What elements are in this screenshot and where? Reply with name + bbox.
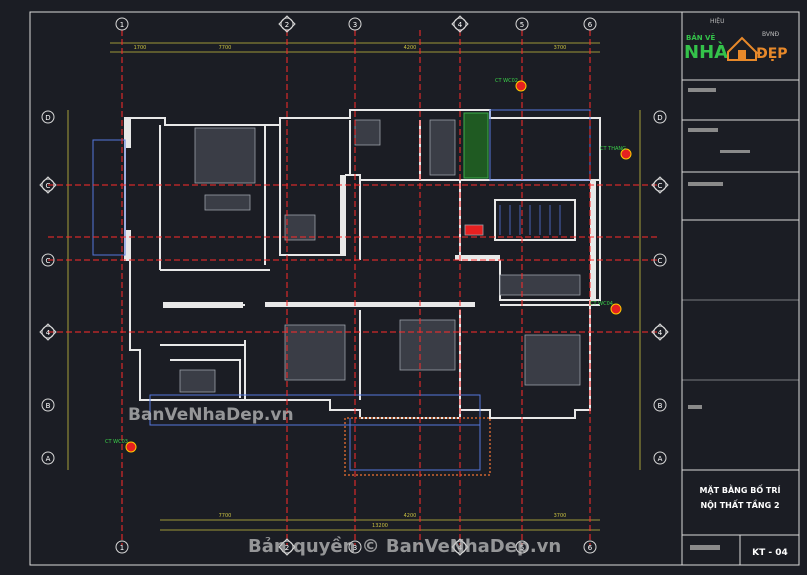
grid-lines bbox=[48, 30, 660, 545]
axis-bubble-top-2: 2 bbox=[278, 15, 296, 33]
axis-bubble-right-2: C bbox=[653, 253, 667, 267]
balcony-outlines bbox=[92, 109, 591, 471]
axis-label: 6 bbox=[588, 21, 593, 29]
sheet-title-line2: NỘI THẤT TẦNG 2 bbox=[700, 498, 779, 510]
axis-bubble-left-4: A bbox=[41, 451, 55, 465]
axis-label: A bbox=[658, 455, 663, 463]
axis-bubble-top-4: 4 bbox=[451, 15, 469, 33]
furniture bbox=[179, 119, 581, 393]
axis-label: D bbox=[45, 114, 50, 122]
axis-label: 6 bbox=[588, 544, 593, 552]
detail-tag: CT THANG bbox=[600, 146, 632, 160]
wall-fills bbox=[125, 118, 596, 308]
sheet-title-line1: MẶT BẰNG BỐ TRÍ bbox=[699, 483, 780, 495]
axis-label: B bbox=[658, 402, 663, 410]
logo-url-small: BVNĐ bbox=[762, 31, 780, 38]
logo-dep: ĐẸP bbox=[756, 46, 788, 62]
stair-lines bbox=[499, 205, 561, 235]
axis-bubble-mid-1: 4 bbox=[651, 323, 669, 341]
detail-tag: CT WC02 bbox=[495, 78, 527, 92]
watermark-bottom: Bản quyền © BanVeNhaDep.vn bbox=[248, 536, 561, 557]
axis-label: 1 bbox=[120, 544, 124, 552]
detail-tag: CT WC04 bbox=[590, 301, 622, 315]
detail-tags: CT WC02 CT THANG CT WC04 CT WC03 bbox=[105, 78, 632, 453]
axis-label: 4 bbox=[458, 544, 463, 552]
axis-bubble-bottom-6: 6 bbox=[583, 540, 597, 554]
axis-bubble-right-1: C bbox=[651, 176, 669, 194]
plant-strip bbox=[463, 112, 489, 179]
axis-bubble-mid-0: 4 bbox=[39, 323, 57, 341]
detail-tag-label: CT WC04 bbox=[590, 301, 613, 307]
logo-ban-ve: BẢN VẼ bbox=[686, 32, 715, 42]
detail-tag: CT WC03 bbox=[105, 439, 137, 453]
axis-label: 4 bbox=[46, 329, 51, 337]
axis-bubble-right-0: D bbox=[653, 110, 667, 124]
axis-bubble-left-0: D bbox=[41, 110, 55, 124]
axis-label: 2 bbox=[285, 21, 289, 29]
axis-label: 3 bbox=[353, 544, 357, 552]
axis-label: C bbox=[46, 182, 51, 190]
axis-bubble-left-2: C bbox=[41, 253, 55, 267]
axis-label: 4 bbox=[458, 21, 463, 29]
axis-label: C bbox=[658, 182, 663, 190]
axis-bubble-left-1: C bbox=[39, 176, 57, 194]
dim-top-label: 1700 bbox=[134, 45, 147, 51]
axis-label: 5 bbox=[520, 21, 524, 29]
brand-logo: HIỆU BẢN VẼ NHÀ ĐẸP BVNĐ bbox=[684, 17, 788, 63]
axis-bubble-top-1: 1 bbox=[115, 17, 129, 31]
dimension-labels: 1700 7700 4200 3700 7700 4200 3700 13200 bbox=[134, 45, 567, 529]
terrace-area bbox=[344, 417, 491, 476]
logo-nha: NHÀ bbox=[684, 41, 728, 63]
dim-bottom-label: 3700 bbox=[554, 513, 567, 519]
title-block: HIỆU BẢN VẼ NHÀ ĐẸP BVNĐ MẶT BẰNG BỐ TRÍ… bbox=[681, 11, 800, 566]
axis-bubble-right-4: A bbox=[653, 451, 667, 465]
dim-top-label: 4200 bbox=[404, 45, 417, 51]
axis-bubble-top-5: 5 bbox=[515, 17, 529, 31]
axis-bubble-bottom-2: 2 bbox=[278, 538, 296, 556]
axis-bubble-top-3: 3 bbox=[348, 17, 362, 31]
axis-label: 1 bbox=[120, 21, 124, 29]
watermark-left: BanVeNhaDep.vn bbox=[128, 405, 294, 425]
axis-label: A bbox=[46, 455, 51, 463]
axis-label: 5 bbox=[520, 544, 524, 552]
axis-label: B bbox=[46, 402, 51, 410]
axis-bubble-right-3: B bbox=[653, 398, 667, 412]
axis-label: C bbox=[658, 257, 663, 265]
dim-top-label: 7700 bbox=[219, 45, 232, 51]
dim-total-label: 13200 bbox=[372, 523, 388, 529]
axis-label: 4 bbox=[658, 329, 663, 337]
sheet-code: KT - 04 bbox=[752, 548, 788, 558]
axis-label: D bbox=[657, 114, 662, 122]
dim-bottom-label: 4200 bbox=[404, 513, 417, 519]
axis-bubble-bottom-3: 3 bbox=[348, 540, 362, 554]
axis-bubble-bottom-5: 5 bbox=[515, 540, 529, 554]
dim-bottom-label: 7700 bbox=[219, 513, 232, 519]
detail-tag-label: CT WC03 bbox=[105, 439, 128, 445]
dimension-lines bbox=[67, 42, 641, 531]
axis-bubble-top-6: 6 bbox=[583, 17, 597, 31]
house-icon bbox=[727, 36, 757, 61]
axis-bubble-bottom-1: 1 bbox=[115, 540, 129, 554]
axis-label: 2 bbox=[285, 544, 289, 552]
axis-label: C bbox=[46, 257, 51, 265]
axis-bubble-bottom-4: 4 bbox=[451, 538, 469, 556]
axis-bubble-left-3: B bbox=[41, 398, 55, 412]
axis-label: 3 bbox=[353, 21, 357, 29]
detail-tag-label: CT WC02 bbox=[495, 78, 518, 84]
detail-tag-label: CT THANG bbox=[600, 146, 626, 152]
title-block-header: HIỆU bbox=[710, 17, 724, 25]
dim-top-label: 3700 bbox=[554, 45, 567, 51]
